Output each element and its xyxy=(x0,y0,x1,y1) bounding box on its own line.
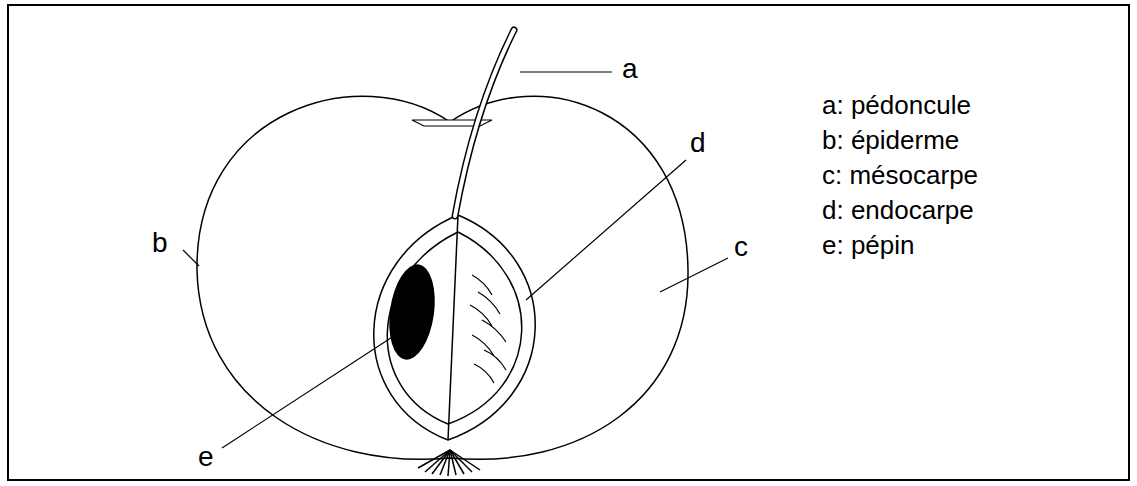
key-entry: b: épiderme xyxy=(822,125,959,156)
apple-outline xyxy=(197,96,688,459)
part-letter: a xyxy=(622,52,638,86)
seed-dashes xyxy=(470,275,506,383)
key-entry: a: pédoncule xyxy=(822,90,971,121)
seed xyxy=(384,261,441,362)
key-entry: e: pépin xyxy=(822,230,915,261)
core-axis xyxy=(448,215,458,440)
calyx xyxy=(418,450,480,476)
leader-lines xyxy=(183,72,728,448)
part-letter: d xyxy=(690,126,706,160)
key-entry: d: endocarpe xyxy=(822,195,974,226)
part-letter: e xyxy=(198,440,214,474)
frame xyxy=(8,5,1129,480)
endocarp-outer xyxy=(374,215,535,440)
part-letter: c xyxy=(734,230,748,264)
key-entry: c: mésocarpe xyxy=(822,160,978,191)
stem-fill xyxy=(455,30,514,216)
stem-edge xyxy=(455,30,514,216)
part-letter: b xyxy=(152,226,168,260)
